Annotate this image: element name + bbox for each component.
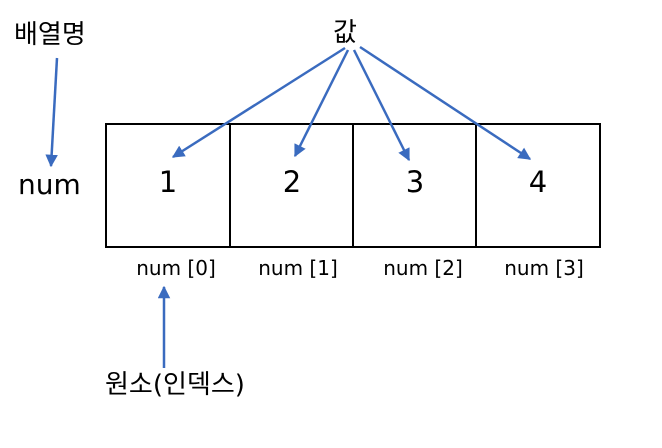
arrow-value-to-cell-3 — [359, 45, 532, 161]
cell-value-0: 1 — [158, 165, 178, 199]
arrow-value-to-cell-2 — [352, 49, 411, 162]
arrow-value-to-cell-0 — [171, 46, 346, 159]
variable-name-label: num — [18, 168, 81, 201]
cell-value-1: 2 — [282, 165, 302, 199]
arrow-value-to-cell-1 — [293, 49, 350, 158]
cell-value-2: 3 — [405, 165, 425, 199]
arrow-array-name-to-variable — [45, 57, 59, 168]
element-index-label: 원소(인덱스) — [105, 370, 245, 400]
array-name-label: 배열명 — [14, 20, 86, 50]
index-label-3: num [3] — [504, 256, 584, 280]
value-label: 값 — [333, 18, 357, 48]
index-label-1: num [1] — [258, 256, 338, 280]
array-cell-box-3 — [475, 123, 601, 248]
index-label-0: num [0] — [136, 256, 216, 280]
index-label-2: num [2] — [383, 256, 463, 280]
cell-value-3: 4 — [528, 165, 548, 199]
